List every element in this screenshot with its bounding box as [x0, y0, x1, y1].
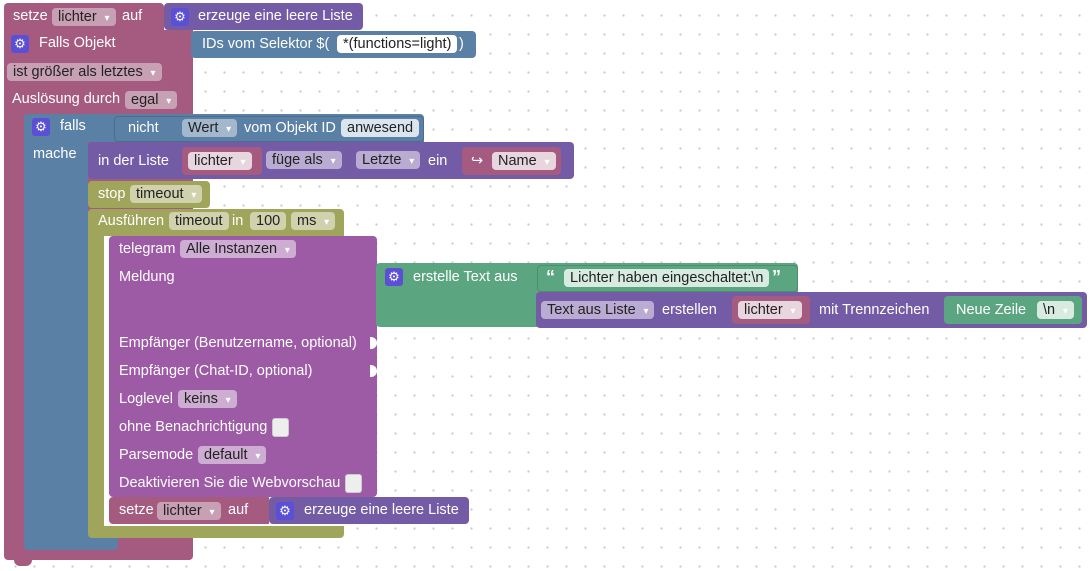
ids-selector-label: IDs vom Selektor $(	[202, 36, 330, 52]
meldung-label: Meldung	[119, 269, 175, 285]
empfaenger-chat-input-socket[interactable]	[370, 365, 377, 377]
create-empty-list-block-bottom[interactable]: ⚙ erzeuge eine leere Liste	[269, 497, 469, 524]
gear-icon[interactable]: ⚙	[11, 35, 29, 53]
loglevel-label: Loglevel	[119, 391, 174, 407]
name-var-block[interactable]: ↪ Name	[462, 147, 561, 175]
list-insert-block[interactable]: in der Liste lichter füge als Letzte ein…	[88, 142, 574, 179]
list-var-dropdown-2[interactable]: lichter	[738, 301, 802, 319]
falls-label: falls	[60, 118, 86, 134]
deaktivieren-label: Deaktivieren Sie die Webvorschau	[119, 475, 341, 491]
set-variable-block-bottom[interactable]: setze lichter auf	[109, 497, 269, 524]
empfaenger-username-label: Empfänger (Benutzername, optional)	[119, 335, 357, 351]
webvorschau-checkbox[interactable]	[345, 474, 362, 493]
neue-zeile-label: Neue Zeile	[956, 302, 1027, 318]
set-variable-block-top[interactable]: setze lichter auf	[4, 3, 164, 30]
ausloesung-label: Auslösung durch	[12, 91, 121, 107]
falls-objekt-label: Falls Objekt	[39, 35, 116, 51]
ausloesung-dropdown[interactable]: egal	[125, 91, 178, 109]
set-variable-dropdown[interactable]: lichter	[52, 8, 116, 26]
list-var-block-2[interactable]: lichter	[732, 296, 810, 324]
timeout-value-field[interactable]: 100	[250, 212, 287, 230]
create-empty-list-block[interactable]: ⚙ erzeuge eine leere Liste	[164, 3, 363, 30]
insert-mode-dropdown[interactable]: füge als	[266, 151, 342, 169]
text-literal-field[interactable]: Lichter haben eingeschaltet:\n	[564, 269, 770, 287]
gear-icon[interactable]: ⚙	[171, 8, 189, 26]
erstelle-text-label: erstelle Text aus	[413, 269, 518, 285]
parsemode-label: Parsemode	[119, 447, 194, 463]
condition-dropdown[interactable]: ist größer als letztes	[7, 63, 162, 81]
empfaenger-username-input-socket[interactable]	[370, 337, 377, 349]
create-list-label: erzeuge eine leere Liste	[198, 8, 353, 24]
auf-label: auf	[228, 502, 249, 518]
ein-label: ein	[428, 153, 448, 169]
gear-icon[interactable]: ⚙	[32, 118, 50, 136]
object-id-field[interactable]: anwesend	[341, 119, 420, 137]
trigger-block-bottom-tab	[14, 556, 32, 566]
list-to-text-block[interactable]: Text aus Liste erstellen lichter mit Tre…	[536, 292, 1087, 328]
open-quote-icon: “	[546, 267, 555, 287]
in-der-liste-label: in der Liste	[98, 153, 169, 169]
ohne-benachrichtigung-checkbox[interactable]	[272, 418, 289, 437]
stop-label: stop	[98, 186, 126, 202]
telegram-label: telegram	[119, 241, 176, 257]
list-var-dropdown[interactable]: lichter	[188, 152, 252, 170]
newline-block[interactable]: Neue Zeile \n	[944, 296, 1082, 324]
ausfuehren-label: Ausführen	[98, 213, 165, 229]
setze-label: setze	[13, 8, 48, 24]
ohne-benachrichtigung-label: ohne Benachrichtigung	[119, 419, 268, 435]
get-state-block[interactable]: Wert vom Objekt ID anwesend	[176, 117, 422, 139]
selector-block[interactable]: IDs vom Selektor $( *(functions=light) )	[191, 31, 476, 58]
in-label: in	[232, 213, 244, 229]
create-list-label: erzeuge eine leere Liste	[304, 502, 459, 518]
name-var-dropdown[interactable]: Name	[492, 152, 556, 170]
selector-input[interactable]: *(functions=light)	[337, 35, 458, 53]
if-block-rail[interactable]	[24, 114, 88, 544]
list-var-block[interactable]: lichter	[182, 147, 262, 175]
nicht-label: nicht	[128, 120, 159, 136]
timeout-unit-dropdown[interactable]: ms	[291, 212, 336, 230]
wert-dropdown[interactable]: Wert	[182, 119, 238, 137]
loglevel-dropdown[interactable]: keins	[178, 390, 237, 408]
gear-icon[interactable]: ⚙	[276, 502, 294, 520]
position-dropdown[interactable]: Letzte	[356, 151, 421, 169]
return-arrow-icon: ↪	[471, 153, 484, 169]
stop-timeout-block[interactable]: stop timeout	[88, 181, 210, 208]
mache-label: mache	[33, 146, 77, 162]
empfaenger-chat-label: Empfänger (Chat-ID, optional)	[119, 363, 313, 379]
stop-timeout-dropdown[interactable]: timeout	[130, 185, 203, 203]
telegram-instance-dropdown[interactable]: Alle Instanzen	[180, 240, 296, 258]
close-quote-icon: ”	[772, 267, 781, 287]
erstellen-label: erstellen	[662, 302, 717, 318]
close-paren-label: )	[459, 36, 464, 52]
auf-label: auf	[122, 8, 143, 24]
parsemode-dropdown[interactable]: default	[198, 446, 267, 464]
vom-objekt-label: vom Objekt ID	[244, 120, 336, 136]
list-text-mode-dropdown[interactable]: Text aus Liste	[541, 301, 655, 319]
mit-trennzeichen-label: mit Trennzeichen	[819, 302, 930, 318]
set-variable-dropdown-bottom[interactable]: lichter	[157, 502, 221, 520]
setze-label: setze	[119, 502, 154, 518]
gear-icon[interactable]: ⚙	[385, 268, 403, 286]
timeout-var-field[interactable]: timeout	[169, 212, 229, 230]
text-literal-block[interactable]: “ Lichter haben eingeschaltet:\n ”	[537, 265, 798, 292]
newline-dropdown[interactable]: \n	[1037, 301, 1074, 319]
